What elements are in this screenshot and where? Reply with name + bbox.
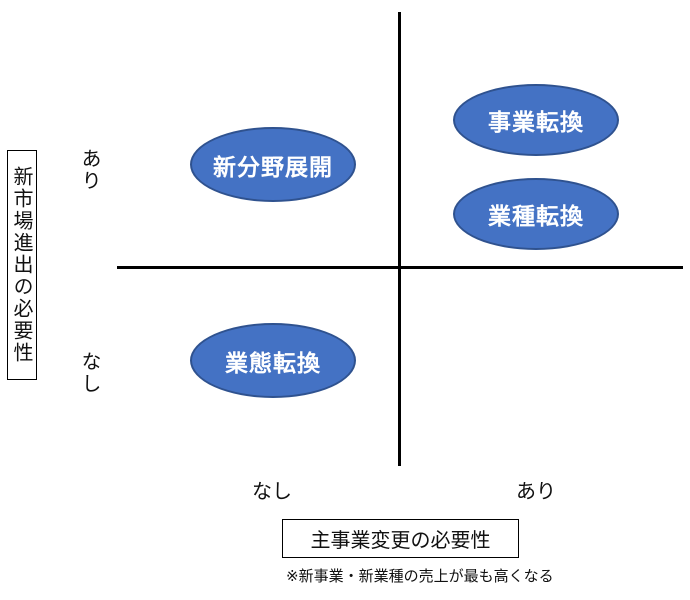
y-axis-title: 新市場進出の必要性 [10, 166, 34, 364]
x-axis-low-label: なし [252, 479, 292, 503]
x-axis-title: 主事業変更の必要性 [310, 528, 491, 552]
x-axis-high-label: あり [516, 479, 556, 503]
y-axis-high-label: あり [78, 148, 102, 192]
y-axis-title-box: 新市場進出の必要性 [7, 150, 37, 380]
node-business-conversion: 事業転換 [453, 84, 619, 156]
horizontal-axis [117, 266, 683, 269]
footnote: ※新事業・新業種の売上が最も高くなる [286, 567, 554, 585]
y-axis-low-label: なし [78, 351, 102, 395]
node-industry-conversion: 業種転換 [453, 178, 619, 250]
x-axis-title-box: 主事業変更の必要性 [282, 519, 519, 558]
vertical-axis [398, 12, 401, 466]
node-new-field-expansion: 新分野展開 [190, 127, 356, 202]
node-business-format-conversion: 業態転換 [190, 323, 356, 398]
